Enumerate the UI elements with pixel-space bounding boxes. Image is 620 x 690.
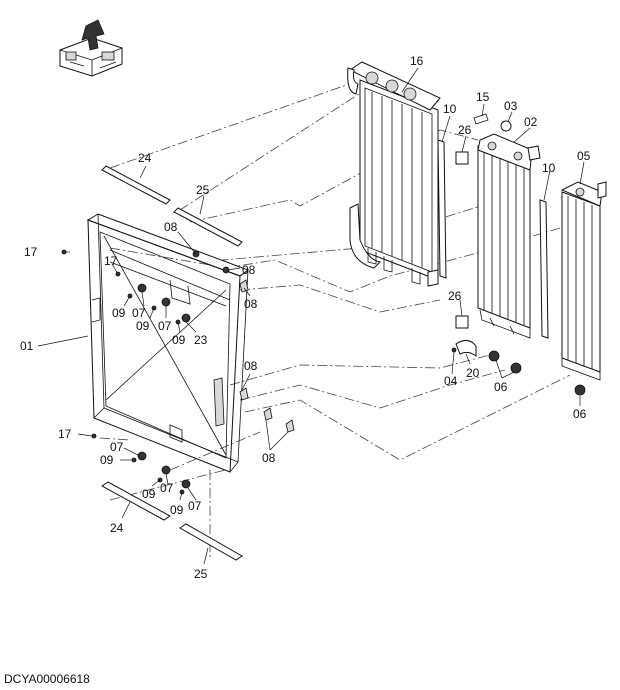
label-26-bottom: 26 (448, 289, 462, 303)
label-25-top: 25 (196, 183, 210, 197)
label-04: 04 (444, 374, 458, 388)
label-07-c: 07 (110, 440, 124, 454)
label-03: 03 (504, 99, 518, 113)
label-09-d: 09 (100, 453, 114, 467)
label-17-c: 17 (58, 427, 72, 441)
label-07-b: 07 (158, 319, 172, 333)
label-07-d: 07 (160, 481, 174, 495)
label-08-d: 08 (244, 359, 258, 373)
label-25-bottom: 25 (194, 567, 208, 581)
label-09-f: 09 (170, 503, 184, 517)
label-24-top: 24 (138, 151, 152, 165)
label-06-center: 06 (494, 380, 508, 394)
radiator-part-16 (347, 61, 441, 287)
label-24-bottom: 24 (110, 521, 124, 535)
seal-bar-part-24 (101, 165, 171, 521)
label-10-right: 10 (542, 161, 556, 175)
label-09-e: 09 (142, 487, 156, 501)
part-labels: 01 16 10 15 03 02 26 05 10 26 20 04 06 0… (20, 54, 591, 581)
label-23: 23 (194, 333, 208, 347)
label-06-right: 06 (573, 407, 587, 421)
label-09-b: 09 (136, 319, 150, 333)
label-15: 15 (476, 90, 490, 104)
label-07-a: 07 (132, 306, 146, 320)
label-17-a: 17 (24, 245, 38, 259)
label-08-c: 08 (244, 297, 258, 311)
leader-lines (37, 67, 585, 565)
location-thumbnail-icon (59, 19, 123, 77)
label-10-left: 10 (443, 102, 457, 116)
label-16: 16 (410, 54, 424, 68)
frame-part-01 (86, 213, 250, 473)
label-08-b: 08 (242, 263, 256, 277)
seal-strip-part-10 (437, 139, 549, 339)
document-code: DCYA00006618 (4, 672, 90, 686)
label-08-a: 08 (164, 220, 178, 234)
label-07-e: 07 (188, 499, 202, 513)
alignment-lines (99, 81, 571, 560)
label-09-c: 09 (172, 333, 186, 347)
label-17-b: 17 (104, 254, 118, 268)
seal-bar-part-25 (173, 207, 243, 561)
label-08-e: 08 (262, 451, 276, 465)
label-02: 02 (524, 115, 538, 129)
cooler-part-05 (560, 181, 607, 381)
cooler-part-02 (477, 133, 541, 339)
label-20: 20 (466, 366, 480, 380)
hardware-parts (61, 113, 586, 495)
label-01: 01 (20, 339, 34, 353)
label-05: 05 (577, 149, 591, 163)
label-26-top: 26 (458, 123, 472, 137)
label-09-a: 09 (112, 306, 126, 320)
